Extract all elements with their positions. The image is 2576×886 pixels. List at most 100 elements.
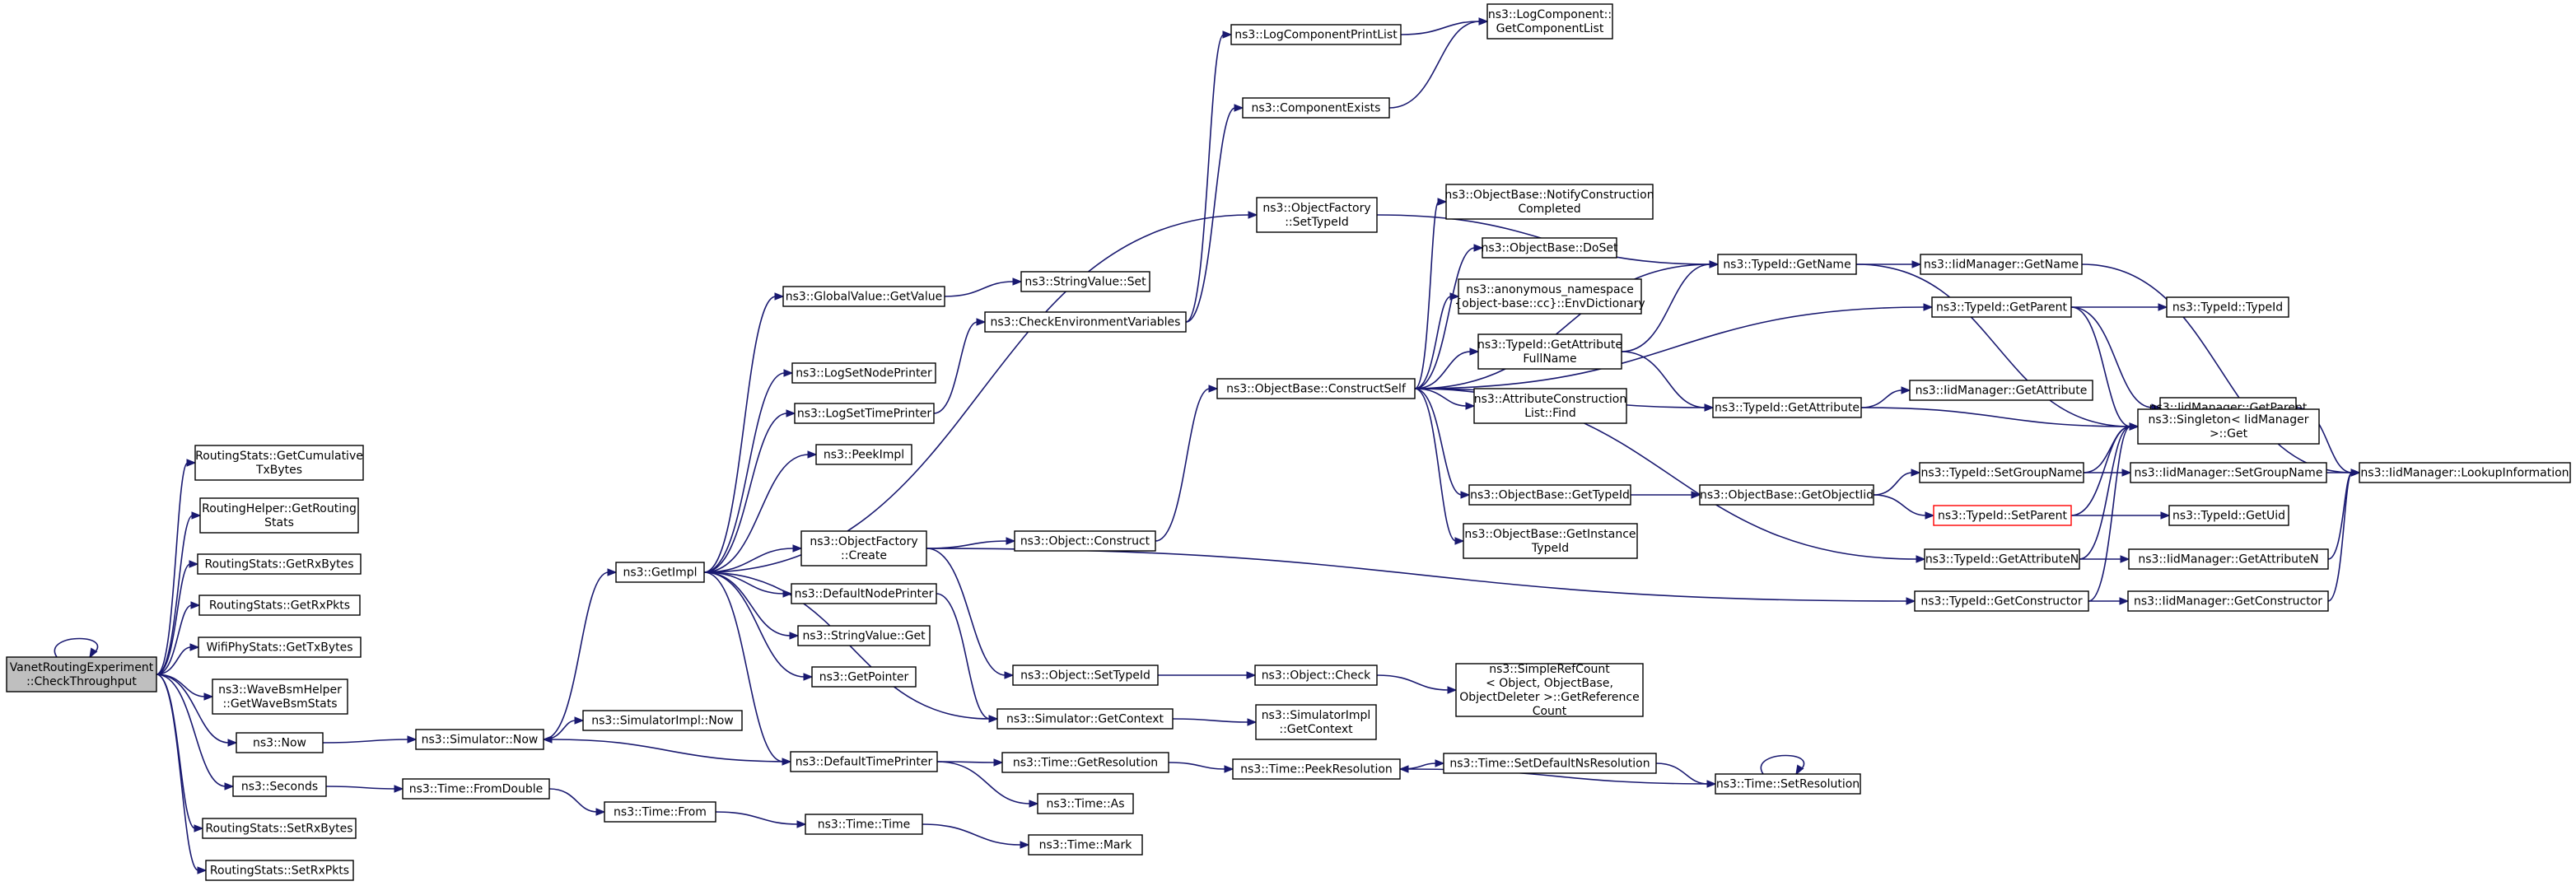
edge-globalvalue-get-to-stringvalue-set [944, 277, 1023, 297]
node-singleton-get[interactable]: ns3::Singleton< IidManager >::Get [2137, 408, 2320, 445]
edge-typeid-getattr-to-iid-getattr [1860, 386, 1911, 408]
node-label: RoutingHelper::GetRouting [202, 502, 357, 515]
node-label: < Object, ObjectBase, [1486, 677, 1613, 690]
node-box [232, 776, 327, 797]
node-label: ns3::TypeId::GetAttribute [1477, 338, 1622, 352]
node-label: ns3::Time::As [1046, 798, 1124, 811]
node-simimpl-now[interactable]: ns3::SimulatorImpl::Now [582, 710, 743, 731]
node-typeid-getuid[interactable]: ns3::TypeId::GetUid [2168, 505, 2289, 526]
edge-now-to-sim-now [322, 735, 418, 744]
node-getimpl[interactable]: ns3::GetImpl [615, 562, 705, 583]
node-deftimeprinter[interactable]: ns3::DefaultTimePrinter [790, 751, 938, 772]
node-typeid-getattr[interactable]: ns3::TypeId::GetAttribute [1712, 397, 1862, 418]
node-object-settypeid[interactable]: ns3::Object::SetTypeId [1012, 664, 1159, 686]
node-simimpl-getcontext[interactable]: ns3::SimulatorImpl::GetContext [1255, 704, 1377, 740]
node-ob-gettypeid[interactable]: ns3::ObjectBase::GetTypeId [1468, 484, 1631, 506]
node-iid-getattr[interactable]: ns3::IidManager::GetAttribute [1909, 380, 2093, 401]
node-typeid-getattrn[interactable]: ns3::TypeId::GetAttributeN [1924, 548, 2080, 570]
node-ob-getobjtid[interactable]: ns3::ObjectBase::GetObjectIid [1699, 484, 1874, 506]
node-label: ns3::TypeId::GetName [1723, 259, 1850, 272]
node-box [800, 530, 927, 567]
node-logsetnode[interactable]: ns3::LogSetNodePrinter [791, 362, 936, 384]
node-sim-now[interactable]: ns3::Simulator::Now [415, 729, 544, 750]
node-time-setdefns[interactable]: ns3::Time::SetDefaultNsResolution [1443, 753, 1657, 774]
node-of-settypeid[interactable]: ns3::ObjectFactory::SetTypeId [1256, 197, 1378, 233]
node-simplerefcount[interactable]: ns3::SimpleRefCount< Object, ObjectBase,… [1455, 663, 1644, 718]
node-label: ns3::IidManager::GetAttributeN [2138, 553, 2318, 567]
node-stringvalue-get[interactable]: ns3::StringValue::Get [797, 625, 931, 646]
node-time-setres[interactable]: ns3::Time::SetResolution [1715, 773, 1861, 795]
node-wave-stats[interactable]: ns3::WaveBsmHelper::GetWaveBsmStats [212, 678, 348, 715]
node-time-getres[interactable]: ns3::Time::GetResolution [1001, 752, 1169, 773]
node-time-fromdouble[interactable]: ns3::Time::FromDouble [402, 778, 550, 800]
node-label: ns3::Object::SetTypeId [1020, 669, 1150, 683]
node-seconds[interactable]: ns3::Seconds [232, 776, 327, 797]
node-label: RoutingStats::SetRxBytes [205, 823, 352, 836]
node-ob-notify[interactable]: ns3::ObjectBase::NotifyConstructionCompl… [1444, 184, 1654, 220]
node-rs-getrxpkts[interactable]: RoutingStats::GetRxPkts [198, 595, 361, 616]
node-object-construct[interactable]: ns3::Object::Construct [1014, 530, 1156, 552]
node-getpointer[interactable]: ns3::GetPointer [811, 666, 917, 688]
node-time-mark[interactable]: ns3::Time::Mark [1028, 834, 1143, 856]
node-componentexists[interactable]: ns3::ComponentExists [1242, 97, 1390, 119]
node-iid-getname[interactable]: ns3::IidManager::GetName [1920, 254, 2083, 275]
node-ob-doset[interactable]: ns3::ObjectBase::DoSet [1482, 237, 1618, 259]
node-iid-getctor[interactable]: ns3::IidManager::GetConstructor [2127, 590, 2329, 612]
node-time-as[interactable]: ns3::Time::As [1037, 793, 1134, 814]
node-defnodeprinter[interactable]: ns3::DefaultNodePrinter [791, 583, 937, 604]
node-object-check[interactable]: ns3::Object::Check [1254, 664, 1378, 686]
node-logcomp-getlist[interactable]: ns3::LogComponent::GetComponentList [1486, 3, 1613, 40]
edge-typeid-getparent-to-singleton-get [2070, 306, 2140, 431]
node-box [6, 656, 157, 692]
node-peekimpl[interactable]: ns3::PeekImpl [815, 444, 912, 465]
node-logcompprintlist[interactable]: ns3::LogComponentPrintList [1230, 24, 1402, 45]
edge-getimpl-to-logsettime [703, 409, 796, 573]
node-constructself[interactable]: ns3::ObjectBase::ConstructSelf [1216, 378, 1416, 399]
node-rs-getrxbytes[interactable]: RoutingStats::GetRxBytes [197, 553, 362, 575]
node-rs-setrxpkts[interactable]: RoutingStats::SetRxPkts [205, 860, 354, 881]
node-rs-setrxbytes[interactable]: RoutingStats::SetRxBytes [202, 818, 357, 839]
node-box [790, 751, 938, 772]
node-wifi-gettx[interactable]: WifiPhyStats::GetTxBytes [198, 637, 362, 658]
edge-time-fromdouble-to-time-from [548, 788, 606, 816]
node-typeid-setgroup[interactable]: ns3::TypeId::SetGroupName [1919, 462, 2084, 483]
node-label: ns3::TypeId::SetParent [1938, 510, 2067, 523]
node-logsettime[interactable]: ns3::LogSetTimePrinter [794, 403, 935, 424]
node-typeid-getname[interactable]: ns3::TypeId::GetName [1717, 254, 1857, 275]
node-anon-envdict[interactable]: ns3::anonymous_namespace{object-base::cc… [1454, 278, 1645, 315]
node-of-create[interactable]: ns3::ObjectFactory::Create [800, 530, 927, 567]
node-globalvalue-get[interactable]: ns3::GlobalValue::GetValue [782, 286, 945, 307]
edge-root-to-rs-setrxbytes [156, 674, 204, 832]
node-time-from[interactable]: ns3::Time::From [604, 801, 716, 823]
node-typeid-setparent[interactable]: ns3::TypeId::SetParent [1933, 505, 2072, 526]
edge-object-settypeid-to-object-check [1158, 671, 1257, 679]
node-root[interactable]: VanetRoutingExperiment::CheckThroughput [6, 656, 157, 692]
node-sim-getcontext[interactable]: ns3::Simulator::GetContext [996, 708, 1174, 730]
edge-of-create-to-object-construct [926, 537, 1016, 549]
node-checkenv[interactable]: ns3::CheckEnvironmentVariables [984, 311, 1187, 333]
edge-typeid-setgroup-to-singleton-get [2083, 422, 2140, 473]
node-typeid-getparent[interactable]: ns3::TypeId::GetParent [1931, 296, 2072, 318]
edge-typeid-getattrn-to-iid-getattrn [2079, 555, 2130, 563]
node-iid-setgroup[interactable]: ns3::IidManager::SetGroupName [2130, 462, 2327, 483]
node-label: ns3::Time::SetResolution [1716, 778, 1860, 791]
node-label: ns3::ObjectFactory [1262, 202, 1370, 215]
node-iid-lookup[interactable]: ns3::IidManager::LookupInformation [2359, 462, 2571, 483]
node-time-peekres[interactable]: ns3::Time::PeekResolution [1232, 758, 1401, 780]
edge-typeid-getctor-to-singleton-get [2088, 422, 2140, 602]
node-time-time[interactable]: ns3::Time::Time [805, 814, 923, 835]
node-label: ns3::TypeId::GetParent [1936, 301, 2067, 315]
node-typeid-typeid[interactable]: ns3::TypeId::TypeId [2166, 296, 2289, 318]
node-now[interactable]: ns3::Now [236, 732, 324, 753]
node-typeid-getctor[interactable]: ns3::TypeId::GetConstructor [1914, 590, 2089, 612]
node-label: ::GetWaveBsmStats [222, 697, 337, 711]
edge-typeid-getattr-to-singleton-get [1860, 407, 2140, 431]
node-stringvalue-set[interactable]: ns3::StringValue::Set [1020, 271, 1150, 292]
node-iid-getattrn[interactable]: ns3::IidManager::GetAttributeN [2128, 548, 2329, 570]
node-label: ns3::Simulator::GetContext [1006, 713, 1164, 726]
